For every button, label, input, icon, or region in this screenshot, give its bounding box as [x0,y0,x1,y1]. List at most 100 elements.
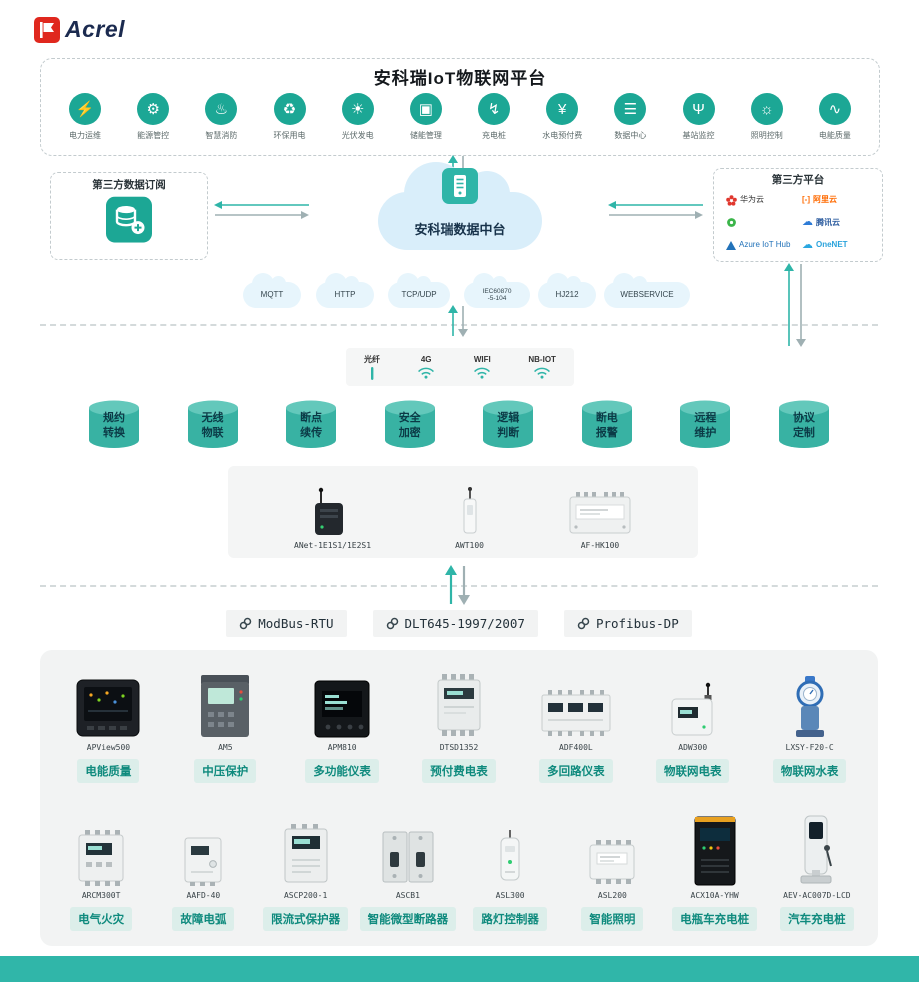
green-cloud-icon [727,218,736,228]
device-card: ASL200 智能照明 [561,814,663,931]
data-hub-label: 安科瑞数据中台 [414,222,506,237]
feature-cylinder: 断点 续传 [283,398,339,450]
tencent-cloud-icon: ☁ [802,216,813,229]
prepaid-utility-icon: ¥ [546,93,579,125]
gateway-item: AWT100 [455,485,484,550]
device-image-am5 [200,666,250,738]
device-image-anet [311,485,355,537]
third-party-subscription-box: 第三方数据订阅 [50,172,208,260]
device-model: ASCP200-1 [283,891,328,900]
data-hub-cloud: 安科瑞数据中台 [378,162,542,250]
device-image-acx10a-yhw [693,814,737,886]
connectivity-bar: 光纤 4G WIFI NB-IOT [346,348,574,386]
device-row-2: ARCM300T 电气火灾 AAFD-40 故障电弧 [50,814,868,931]
device-model: AM5 [218,743,233,752]
conn-wifi: WIFI [472,355,492,379]
device-image-ascb1 [381,814,435,886]
device-image-asl300 [496,814,524,886]
protocol-modbus: ModBus-RTU [226,610,347,637]
device-category-badge: 电气火灾 [70,907,133,931]
onenet-logo: ☁ OneNET [802,239,848,252]
feature-cylinder: 规约 转换 [86,398,142,450]
tencent-cloud-logo: ☁ 腾讯云 [802,216,840,229]
device-model: ACX10A-YHW [690,891,739,900]
device-card: ASL300 路灯控制器 [459,814,561,931]
azure-icon [726,240,736,250]
device-category-badge: 路灯控制器 [473,907,547,931]
gateway-item: ANet-1E1S1/1E2S1 [294,485,371,550]
link-icon [240,617,252,630]
device-model: ADW300 [678,743,708,752]
cloud-mqtt: MQTT [243,273,301,308]
huawei-flower-icon [726,195,737,206]
fieldbus-protocols-row: ModBus-RTU DLT645-1997/2007 Profibus-DP [224,610,694,637]
energy-mgmt-icon: ⚙ [137,93,170,125]
device-category-badge: 多回路仪表 [539,759,613,783]
up-down-arrows-right-long [784,263,806,347]
cloud-platform-logos: 华为云 [-] 阿里云 ☁ 腾讯云 Azure IoT Hub [726,189,878,257]
device-model: LXSY-F20-C [785,743,834,752]
cloud-webservice: WEBSERVICE [604,273,690,308]
device-card: ASCB1 智能微型断路器 [357,814,459,931]
conn-nbiot: NB-IOT [528,355,556,379]
feature-cylinder: 安全 加密 [382,398,438,450]
device-model: ASL200 [597,891,627,900]
device-image-aafd-40 [183,814,223,886]
device-image-apm810 [314,666,370,738]
device-model: ADF400L [559,743,593,752]
brand-name: Acrel [65,16,126,42]
fiber-icon [371,367,374,380]
server-cloud-icon [442,168,478,209]
app-item: ☼ 照明控制 [735,93,799,141]
device-category-badge: 预付费电表 [422,759,496,783]
onenet-cloud-icon: ☁ [802,239,813,252]
gateway-item: AF-HK100 [568,485,632,550]
app-item: ▣ 储能管理 [394,93,458,141]
solar-pv-icon: ☀ [341,93,374,125]
device-image-aev-ac007d-lcd [798,814,836,886]
device-image-apview500 [76,666,140,738]
device-card: LXSY-F20-C 物联网水表 [751,666,868,783]
alibaba-cloud-logo: [-] 阿里云 [802,195,837,205]
device-image-asl200 [588,814,636,886]
ev-charger-icon: ↯ [478,93,511,125]
device-model: ASCB1 [395,891,420,900]
database-plus-icon [106,196,152,247]
left-right-arrows-left [214,201,309,219]
device-category-badge: 多功能仪表 [305,759,379,783]
feature-cylinder: 逻辑 判断 [480,398,536,450]
device-products-panel: APView500 电能质量 AM5 [40,650,878,946]
device-card: ADF400L 多回路仪表 [517,666,634,783]
device-model: AAFD-40 [186,891,221,900]
app-item: ♨ 智慧消防 [189,93,253,141]
acrel-logo-icon [34,16,60,43]
gateway-model: AWT100 [455,541,484,550]
device-card: AAFD-40 故障电弧 [152,814,254,931]
eco-power-icon: ♻ [273,93,306,125]
device-model: AEV-AC007D-LCD [783,891,851,900]
device-category-badge: 物联网电表 [655,759,730,783]
device-category-badge: 中压保护 [194,759,257,783]
power-ops-icon: ⚡ [69,93,101,125]
iot-platform-box: 安科瑞IoT物联网平台 ⚡ 电力运维 ⚙ 能源管控 ♨ 智慧消防 ♻ 环保用电 … [40,58,880,156]
app-item: ¥ 水电预付费 [530,93,594,141]
protocol-profibus: Profibus-DP [563,610,692,637]
feature-cylinder: 远程 维护 [677,398,733,450]
app-item: ☰ 数据中心 [598,93,662,141]
left-right-arrows-right [608,201,703,219]
device-row-1: APView500 电能质量 AM5 [50,666,868,783]
link-icon [386,617,398,630]
device-image-ascp200-1 [283,814,329,886]
device-category-badge: 物联网水表 [772,759,847,783]
gateway-products-box: ANet-1E1S1/1E2S1 AWT100 [228,466,698,558]
feature-cylinder: 无线 物联 [185,398,241,450]
third-party-title: 第三方平台 [771,174,825,186]
device-category-badge: 电能质量 [77,759,140,783]
feature-cylinder: 断电 报警 [579,398,635,450]
device-card: DTSD1352 预付费电表 [401,666,518,783]
device-image-lxsy-f20-c [792,666,828,738]
device-card: ACX10A-YHW 电瓶车充电桩 [664,814,766,931]
alibaba-bracket-icon: [-] [802,195,810,205]
gateway-model: AF-HK100 [580,541,620,550]
